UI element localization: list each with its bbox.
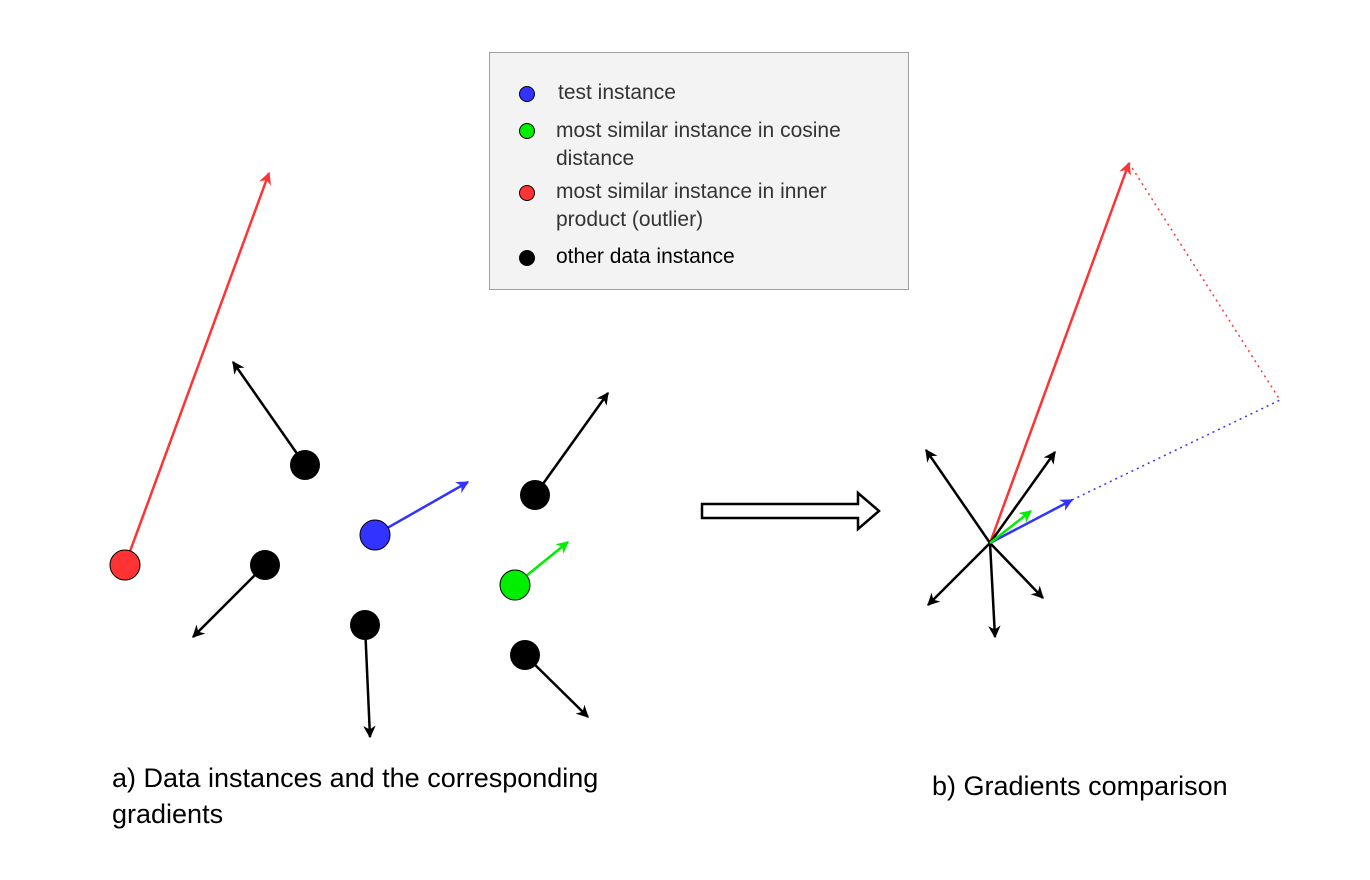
- cosine-instance-dot-icon: [519, 123, 535, 139]
- panel-b-gradients: [924, 161, 1281, 639]
- legend-label: most similar instance in cosine distance: [556, 119, 841, 170]
- outlier-gradient-arrow: [988, 161, 1132, 544]
- other-instance-dot-icon: [519, 250, 535, 266]
- other-instance: [250, 550, 280, 580]
- other-instance: [350, 610, 380, 640]
- cosine-instance: [499, 569, 531, 601]
- other-gradient-arrow: [231, 360, 307, 466]
- test-instance: [359, 519, 391, 551]
- panel-a-arrows: [123, 171, 610, 739]
- other-gradient-arrow: [927, 542, 991, 606]
- other-instance: [520, 480, 550, 510]
- caption-panel-b: b) Gradients comparison: [932, 771, 1228, 801]
- legend-label: other data instance: [556, 245, 735, 268]
- transition-arrow: [700, 490, 881, 532]
- other-gradient-arrow: [989, 542, 1044, 599]
- caption-panel-a: a) Data instances and the corresponding …: [112, 763, 599, 829]
- other-gradient-arrow: [192, 564, 266, 638]
- outlier-instance-dot-icon: [519, 185, 535, 201]
- outlier-instance: [109, 549, 141, 581]
- test-instance-dot-icon: [519, 86, 535, 102]
- other-instance: [510, 640, 540, 670]
- legend-label: test instance: [558, 81, 676, 104]
- other-gradient-arrow: [988, 450, 1057, 544]
- legend: test instance most similar instance in c…: [489, 52, 909, 290]
- other-gradient-arrow: [363, 624, 376, 739]
- projection-dotted-line-blue: [1071, 399, 1281, 501]
- cosine-gradient-arrow: [989, 510, 1032, 544]
- other-gradient-arrow: [924, 448, 992, 544]
- panel-a-instances: [109, 450, 550, 670]
- test-gradient-arrow: [374, 480, 470, 537]
- other-gradient-arrow: [988, 542, 1001, 639]
- other-instance: [290, 450, 320, 480]
- outlier-gradient-arrow: [123, 171, 271, 566]
- other-gradient-arrow: [533, 391, 610, 496]
- projection-dotted-line-red: [1128, 162, 1281, 401]
- legend-label: most similar instance in inner product (…: [556, 180, 827, 231]
